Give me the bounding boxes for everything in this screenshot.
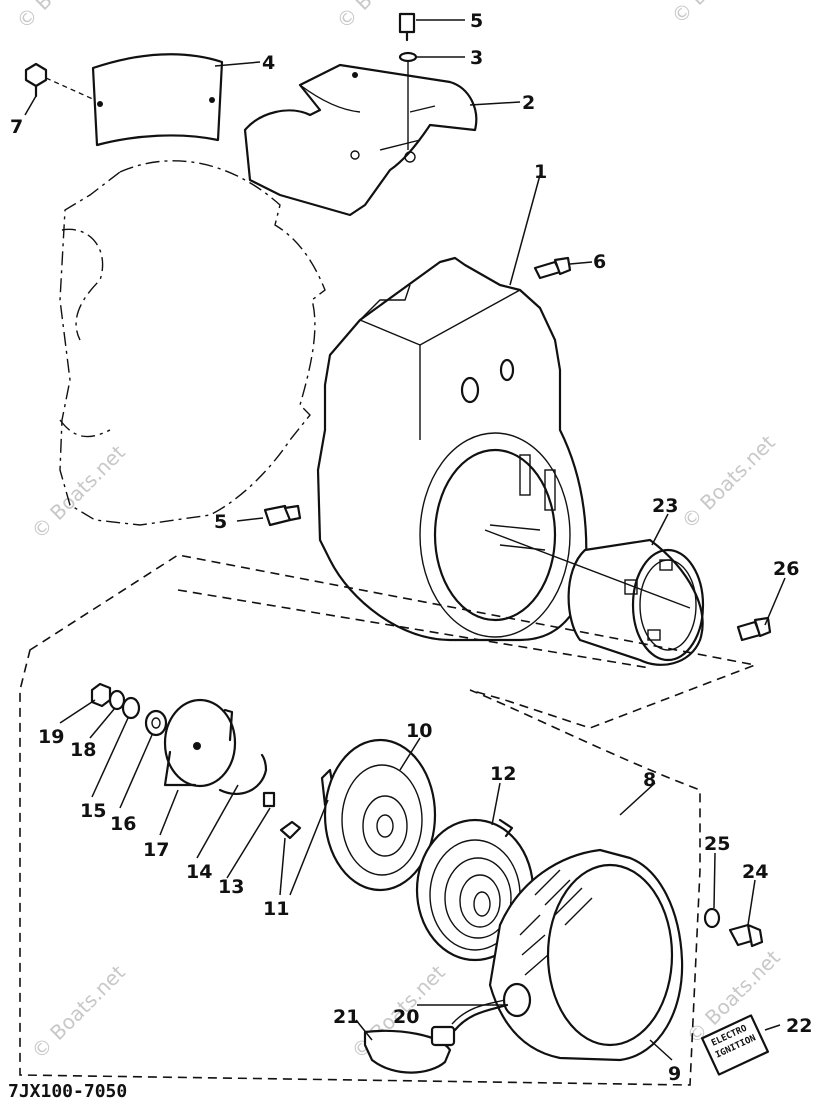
part-16-washer	[144, 709, 168, 737]
part-18-washer	[108, 689, 126, 711]
watermark: © Boats.net	[332, 0, 435, 34]
part-21-handle	[363, 1025, 456, 1074]
watermark: © Boats.net	[27, 960, 130, 1063]
watermark: © Boats.net	[677, 430, 780, 533]
part-9-starter-housing	[488, 848, 684, 1062]
callout-19: 19	[38, 726, 64, 748]
callout-13: 13	[218, 876, 244, 898]
part-26-bolt	[736, 616, 772, 642]
part-2-bracket	[243, 63, 478, 217]
callout-23: 23	[652, 495, 678, 517]
leader-lines	[24, 19, 786, 1061]
callout-14: 14	[186, 861, 212, 883]
callout-12: 12	[490, 763, 516, 785]
callout-5: 5	[470, 10, 483, 32]
callout-16: 16	[110, 813, 136, 835]
part-3-washer	[398, 51, 418, 150]
callout-2: 2	[522, 92, 535, 114]
part-25-washer	[703, 907, 721, 929]
watermark: © Boats.net	[667, 0, 770, 29]
part-17-friction-plate	[163, 698, 237, 788]
part-4-cover-plate	[91, 53, 224, 147]
part-6-bolt	[533, 256, 572, 280]
engine-outline	[59, 160, 326, 526]
part-7-bolt	[24, 62, 96, 101]
callout-21: 21	[333, 1006, 359, 1028]
callout-6: 6	[593, 251, 606, 273]
callout-5: 5	[214, 511, 227, 533]
part-20-rope	[451, 982, 532, 1032]
part-1-fan-housing	[316, 256, 588, 642]
callout-1: 1	[534, 161, 547, 183]
part-23-starter-pulley	[484, 529, 705, 666]
callout-10: 10	[406, 720, 432, 742]
callout-18: 18	[70, 739, 96, 761]
callout-20: 20	[393, 1006, 419, 1028]
part-24-bolt	[728, 923, 764, 948]
part-5-screw-top	[398, 12, 416, 42]
part-14-spring	[218, 753, 268, 795]
callout-8: 8	[643, 769, 656, 791]
callout-9: 9	[668, 1063, 681, 1085]
part-8-kit-outline	[19, 554, 758, 1086]
callout-4: 4	[262, 52, 275, 74]
part-13-spring	[262, 791, 276, 808]
watermark: © Boats.net	[27, 440, 130, 543]
watermark: © Boats.net	[12, 0, 115, 34]
callout-25: 25	[704, 833, 730, 855]
part-15-washer	[121, 696, 141, 720]
callout-26: 26	[773, 558, 799, 580]
callout-22: 22	[786, 1015, 812, 1037]
part-5-screw-lower	[263, 504, 302, 527]
callout-labels: 1 2 3 4 5 5 6 7 8 9 10 11 12 13 14 15 16…	[10, 10, 812, 1085]
callout-3: 3	[470, 47, 483, 69]
part-19-nut	[90, 682, 112, 708]
callout-17: 17	[143, 839, 169, 861]
callout-11: 11	[263, 898, 289, 920]
part-10-reel	[323, 738, 437, 892]
callout-7: 7	[10, 116, 23, 138]
callout-24: 24	[742, 861, 768, 883]
diagram-code: 7JX100-7050	[8, 1081, 127, 1102]
callout-15: 15	[80, 800, 106, 822]
